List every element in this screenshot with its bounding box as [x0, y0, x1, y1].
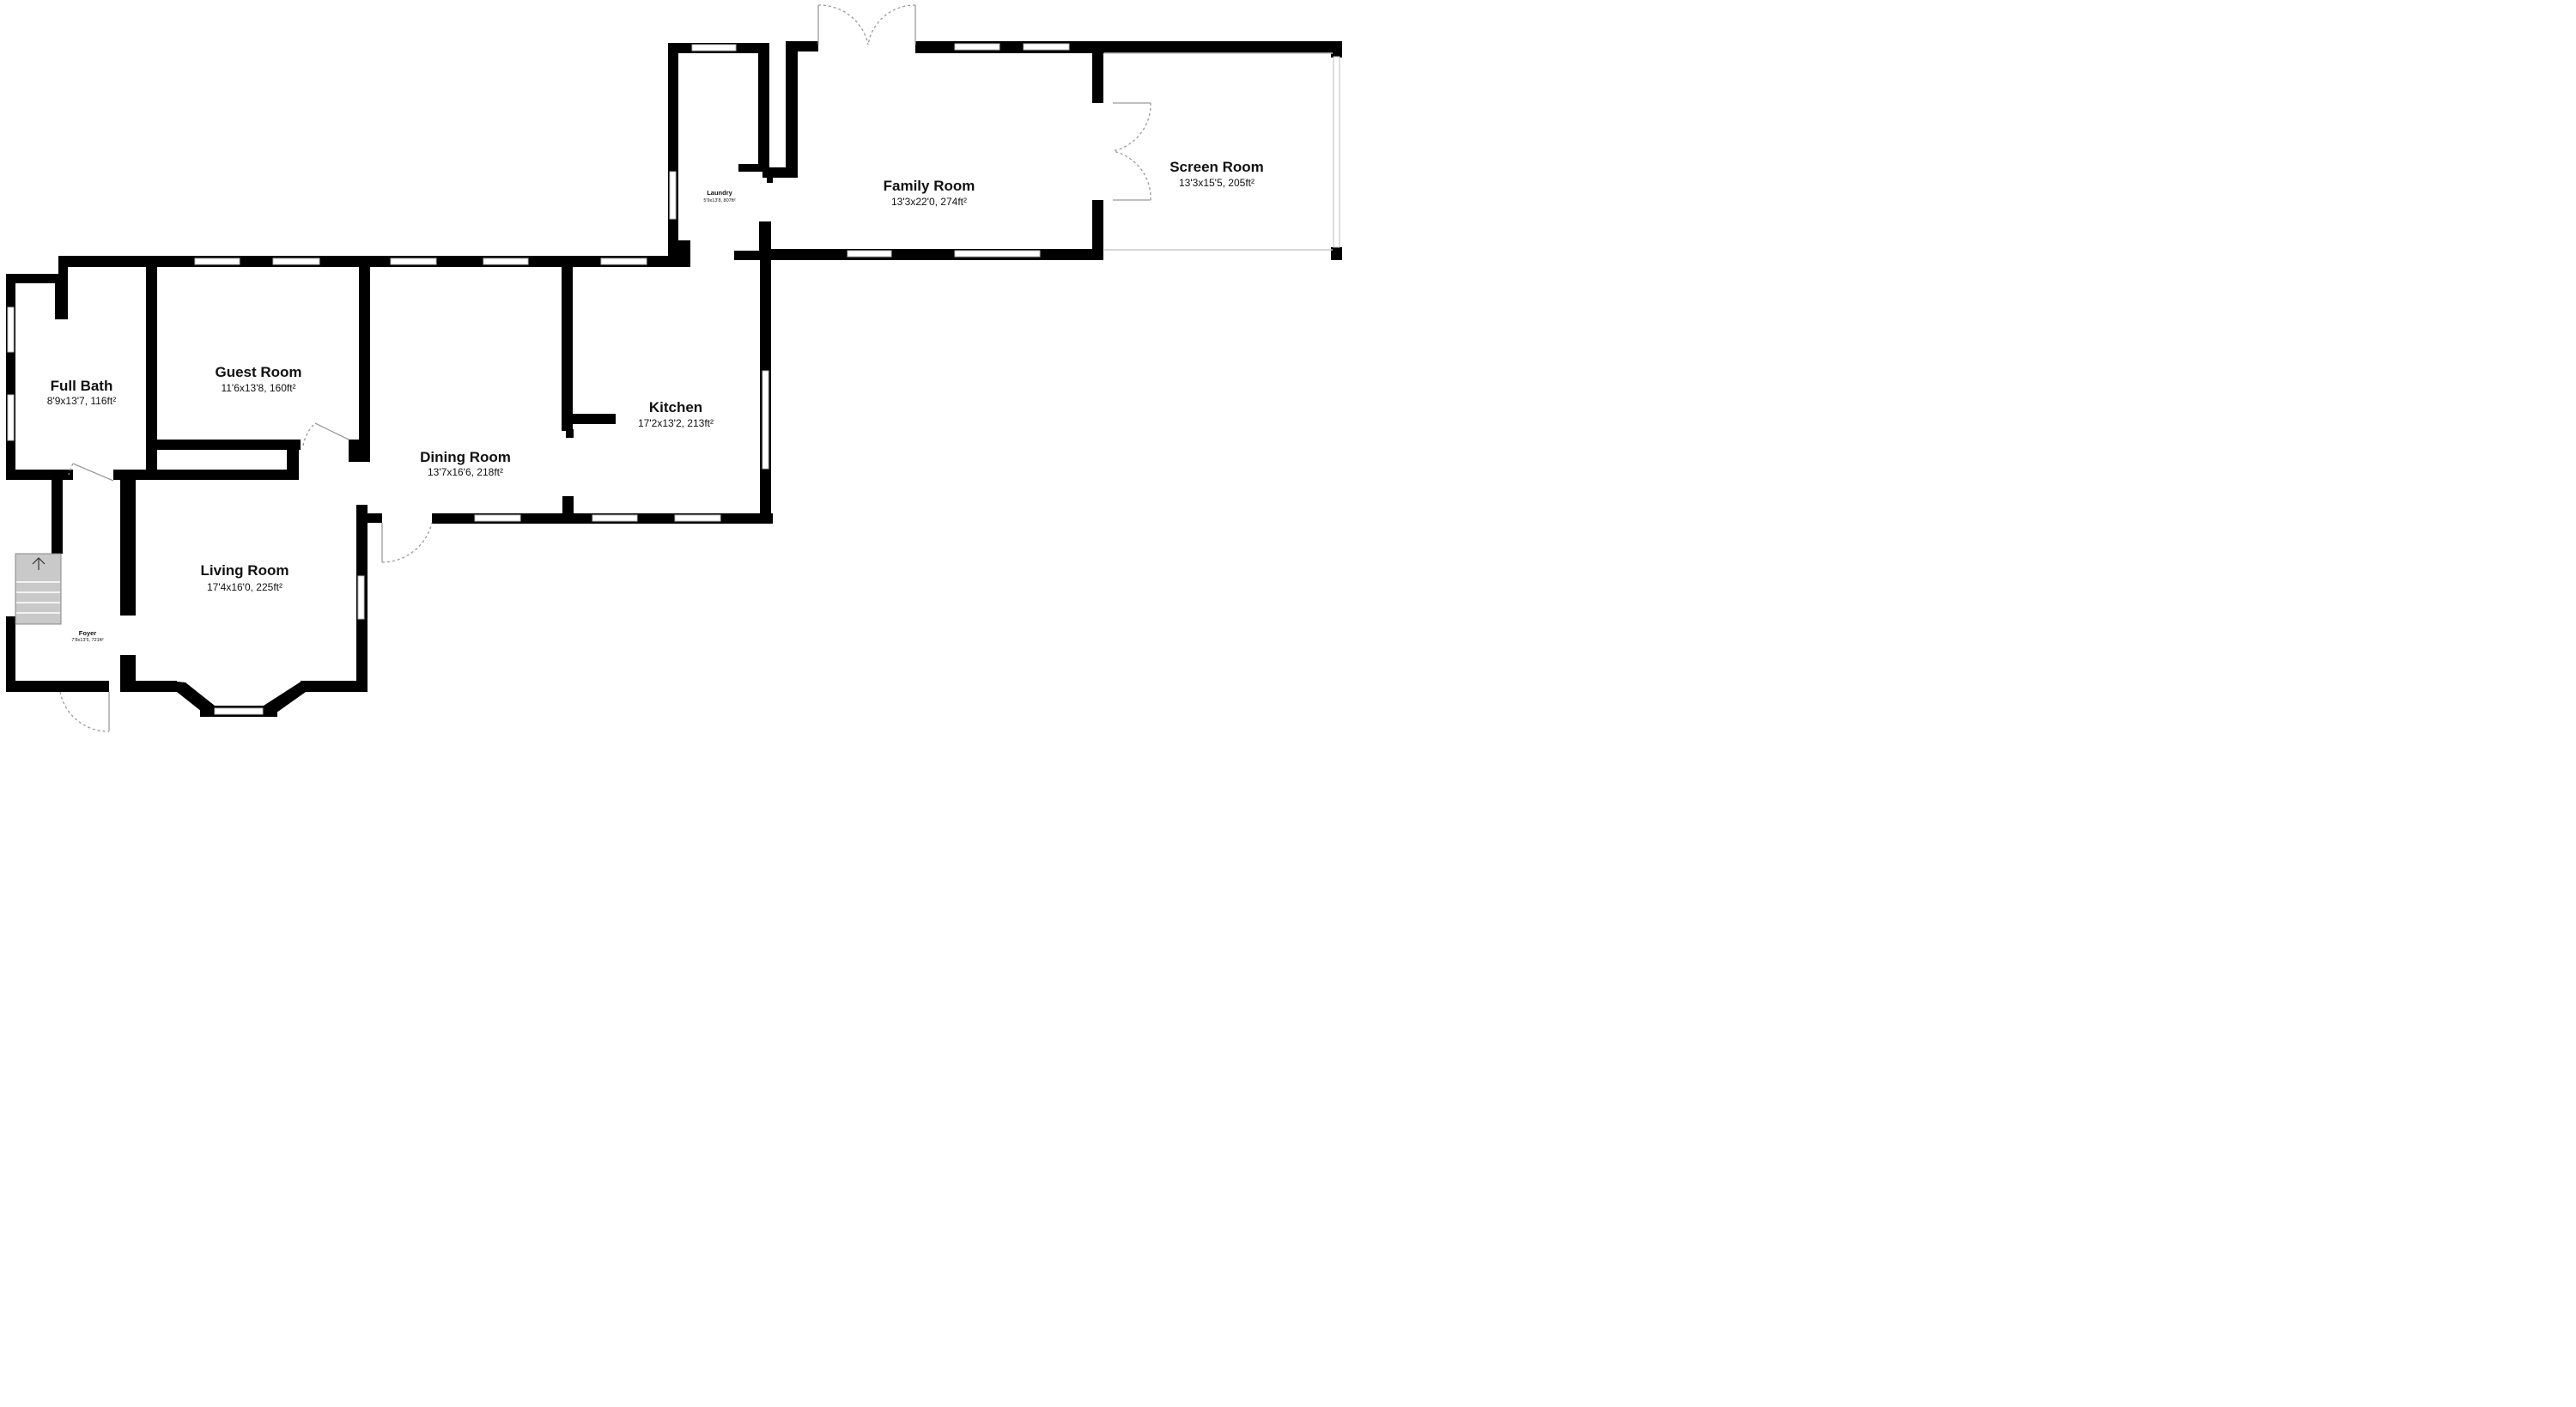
room-label-family-room: Family Room 13'3x22'0, 274ft² — [884, 178, 975, 208]
walls — [6, 41, 1342, 717]
room-dimensions: 13'3x22'0, 274ft² — [891, 196, 967, 208]
room-label-dining-room: Dining Room 13'7x16'6, 218ft² — [420, 449, 511, 478]
room-name: Dining Room — [420, 449, 511, 465]
room-dimensions: 13'3x15'5, 205ft² — [1179, 177, 1255, 189]
floor-plan: Full Bath 8'9x13'7, 116ft² Guest Room 11… — [6, 4, 1342, 732]
room-name: Screen Room — [1170, 159, 1264, 175]
room-name: Foyer — [79, 629, 97, 637]
room-dimensions: 11'6x13'8, 160ft² — [221, 382, 295, 394]
windows — [7, 43, 1070, 715]
room-name: Guest Room — [215, 364, 301, 380]
screen-walls — [1104, 52, 1340, 251]
room-label-full-bath: Full Bath 8'9x13'7, 116ft² — [47, 378, 116, 407]
stairs-up-arrow-icon — [32, 557, 46, 570]
room-label-living-room: Living Room 17'4x16'0, 225ft² — [201, 562, 289, 593]
room-dimensions: 7'8x13'5, 721ft² — [71, 638, 103, 643]
room-name: Family Room — [884, 178, 975, 194]
room-dimensions: 8'9x13'7, 116ft² — [47, 395, 116, 407]
room-dimensions: 17'4x16'0, 225ft² — [207, 581, 283, 593]
room-label-guest-room: Guest Room 11'6x13'8, 160ft² — [215, 364, 301, 394]
doors — [59, 4, 1151, 732]
room-label-foyer: Foyer 7'8x13'5, 721ft² — [71, 629, 103, 643]
room-name: Living Room — [201, 562, 289, 579]
room-name: Laundry — [707, 189, 732, 197]
room-name: Kitchen — [649, 399, 702, 415]
room-label-screen-room: Screen Room 13'3x15'5, 205ft² — [1170, 159, 1264, 189]
room-label-laundry: Laundry 5'9x13'8, 807ft² — [703, 189, 735, 203]
stairs — [15, 553, 62, 625]
room-dimensions: 5'9x13'8, 807ft² — [703, 198, 735, 203]
room-dimensions: 17'2x13'2, 213ft² — [638, 417, 714, 429]
room-name: Full Bath — [51, 378, 113, 394]
room-dimensions: 13'7x16'6, 218ft² — [428, 466, 503, 478]
room-label-kitchen: Kitchen 17'2x13'2, 213ft² — [638, 399, 714, 429]
